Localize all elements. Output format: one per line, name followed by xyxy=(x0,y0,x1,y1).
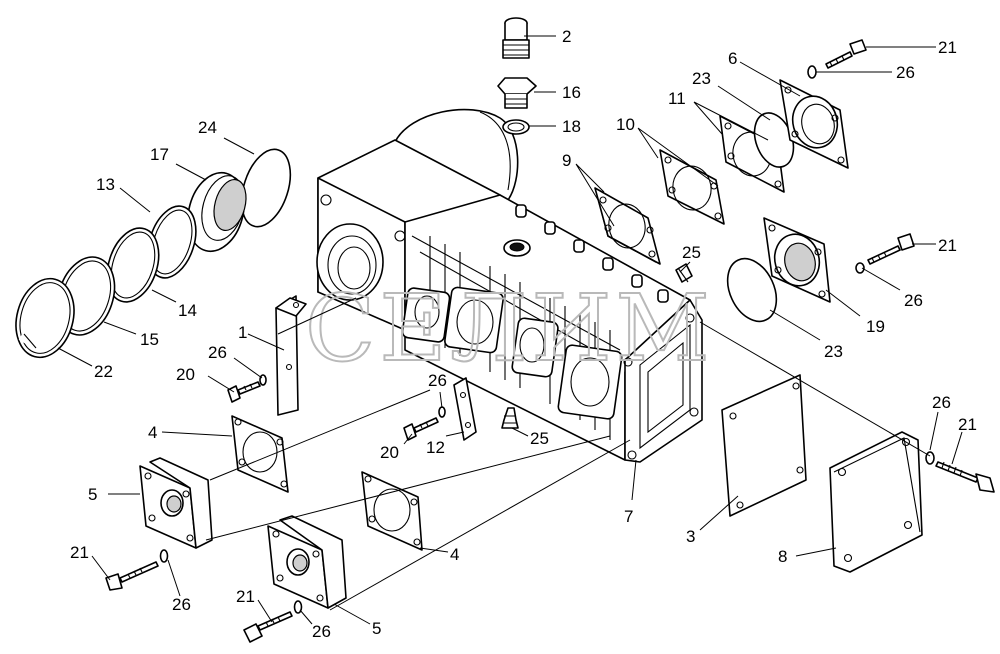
callout-6: 6 xyxy=(728,49,737,68)
callout-26: 26 xyxy=(428,371,447,390)
callout-21: 21 xyxy=(938,38,957,57)
callout-7: 7 xyxy=(624,507,633,526)
callout-26: 26 xyxy=(904,291,923,310)
gasket-part-4-right xyxy=(361,471,423,551)
callout-21: 21 xyxy=(236,587,255,606)
callout-5: 5 xyxy=(372,619,381,638)
flange-part-19 xyxy=(763,217,831,303)
o-ring-part-24 xyxy=(240,148,292,228)
washer-part-26-d xyxy=(438,406,446,418)
bracket-part-1 xyxy=(275,295,307,416)
bolt-part-21-lower-left xyxy=(105,561,159,591)
watermark: СЕЛИМ xyxy=(305,275,714,382)
flange-part-5-right xyxy=(267,515,347,609)
bolt-part-21-right xyxy=(935,461,995,493)
ring-part-13 xyxy=(147,205,197,279)
washer-part-26-top xyxy=(807,65,817,79)
callout-20: 20 xyxy=(176,365,195,384)
callout-26: 26 xyxy=(172,595,191,614)
gasket-part-10 xyxy=(659,149,725,225)
callout-1: 1 xyxy=(238,323,247,342)
callout-16: 16 xyxy=(562,83,581,102)
bolt-part-20-mid xyxy=(403,417,439,441)
snap-ring-part-22 xyxy=(15,277,75,359)
callout-3: 3 xyxy=(686,527,695,546)
sleeve-part-17 xyxy=(187,171,247,253)
callout-23: 23 xyxy=(692,69,711,88)
callout-5: 5 xyxy=(88,485,97,504)
callout-19: 19 xyxy=(866,317,885,336)
callout-13: 13 xyxy=(96,175,115,194)
washer-part-26-mid xyxy=(855,262,865,274)
washer-part-26-bottom xyxy=(293,600,303,614)
fitting-part-25-bottom xyxy=(501,407,519,429)
bolt-part-21-mid xyxy=(867,233,915,265)
callout-23: 23 xyxy=(824,342,843,361)
washer-part-26-c xyxy=(259,374,267,386)
washer-part-26-lower-left xyxy=(159,549,169,563)
callout-26: 26 xyxy=(932,393,951,412)
washer-part-18 xyxy=(502,119,530,135)
callout-4: 4 xyxy=(148,423,157,442)
callout-22: 22 xyxy=(94,362,113,381)
callout-21: 21 xyxy=(70,543,89,562)
plate-part-12 xyxy=(453,377,477,441)
callout-labels: 2 16 18 6 21 26 23 11 10 9 24 17 13 25 2… xyxy=(70,27,977,641)
callout-24: 24 xyxy=(198,118,217,137)
callout-20: 20 xyxy=(380,443,399,462)
gasket-part-9 xyxy=(594,187,661,265)
bolt-part-21-bottom xyxy=(243,611,293,643)
callout-26: 26 xyxy=(208,343,227,362)
callout-14: 14 xyxy=(178,301,197,320)
cover-part-3 xyxy=(721,374,807,517)
cover-part-6 xyxy=(779,79,849,169)
callout-26: 26 xyxy=(312,622,331,641)
callout-21: 21 xyxy=(938,236,957,255)
leader-lines xyxy=(57,35,963,625)
callout-4: 4 xyxy=(450,545,459,564)
cover-part-8 xyxy=(829,431,923,573)
flange-part-5-left xyxy=(139,457,213,549)
bolt-part-21-top xyxy=(825,39,867,69)
callout-9: 9 xyxy=(562,151,571,170)
o-ring-part-23-bottom xyxy=(726,257,778,323)
callout-8: 8 xyxy=(778,547,787,566)
callout-18: 18 xyxy=(562,117,581,136)
callout-2: 2 xyxy=(562,27,571,46)
gasket-part-4-left xyxy=(231,415,289,493)
callout-12: 12 xyxy=(426,438,445,457)
callout-11: 11 xyxy=(668,89,686,108)
bolt-part-20-left xyxy=(227,381,261,403)
callout-17: 17 xyxy=(150,145,169,164)
plug-part-2 xyxy=(502,17,530,59)
callout-25: 25 xyxy=(682,243,701,262)
callout-15: 15 xyxy=(140,330,159,349)
callout-26: 26 xyxy=(896,63,915,82)
housing-part-7 xyxy=(316,108,703,463)
callout-21: 21 xyxy=(958,415,977,434)
ring-part-14 xyxy=(106,227,160,303)
nut-part-16 xyxy=(497,77,537,109)
callout-10: 10 xyxy=(616,115,635,134)
callout-25: 25 xyxy=(530,429,549,448)
fitting-part-25-top xyxy=(675,263,693,283)
